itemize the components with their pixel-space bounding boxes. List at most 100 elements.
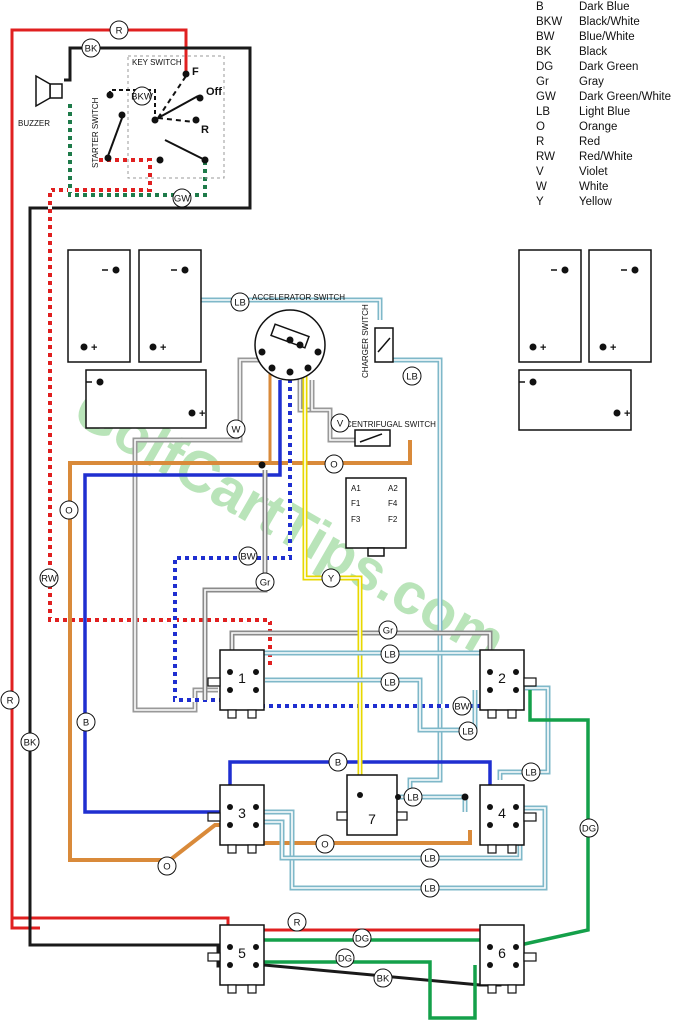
wire-tag-bw	[238, 546, 258, 566]
wire-tag-lb-2-text: LB	[462, 727, 474, 738]
terminal-dot	[192, 116, 200, 124]
terminal-dot	[286, 336, 294, 344]
solenoid-5-foot-b	[247, 984, 257, 994]
battery-4-negative-terminal	[561, 266, 569, 274]
wire-rw-stripe	[48, 158, 272, 665]
wire-tag-o-bottom-text: O	[321, 840, 328, 851]
wire-tag-lb-3-4b-text: LB	[424, 854, 436, 865]
wire-tag-gw	[172, 188, 192, 208]
buzzer-body	[49, 83, 63, 99]
solenoid-6-number: 6	[498, 945, 506, 961]
battery-3-plus-sign: +	[199, 408, 205, 420]
wire-tag-bw-2-text: BW	[454, 702, 469, 713]
terminal-dot	[182, 70, 190, 78]
terminal-dot	[395, 794, 401, 800]
wire-tag-w	[226, 419, 246, 439]
wire-lb-2-4-core	[499, 687, 549, 780]
terminal-dot	[227, 687, 233, 693]
wire-tag-bw-text: BW	[240, 552, 255, 563]
wire-tag-r-top-text: R	[116, 26, 123, 37]
battery-1-positive-terminal	[80, 343, 88, 351]
battery-4-positive-terminal	[529, 343, 537, 351]
legend-code: W	[536, 181, 547, 193]
accelerator-switch-label: ACCELERATOR SWITCH	[252, 293, 345, 302]
legend-color-name: Dark Blue	[579, 1, 630, 13]
terminal-dot	[513, 822, 519, 828]
wire-tag-b-top	[328, 752, 348, 772]
wire-gr-core	[204, 470, 266, 700]
wire-tag-lb-batt-text: LB	[234, 298, 246, 309]
wire-tag-dg-right	[579, 818, 599, 838]
starter-switch-label: STARTER SWITCH	[91, 97, 100, 168]
battery-5-negative-terminal	[631, 266, 639, 274]
terminal-dot	[227, 804, 233, 810]
solenoid-7-number: 7	[368, 811, 376, 827]
wire-gr-v-core	[311, 380, 320, 411]
key-switch-label: KEY SWITCH	[132, 58, 182, 67]
battery-4-plus-sign: +	[540, 342, 546, 354]
legend-code: BKW	[536, 16, 563, 28]
battery-3-negative-terminal	[96, 378, 104, 386]
legend-code: DG	[536, 61, 554, 73]
motor-terminal-A1: A1	[351, 484, 361, 493]
wire-tag-v-text: V	[337, 419, 344, 430]
solenoid-7-body	[346, 774, 398, 836]
terminal-dot	[196, 94, 204, 102]
legend-code: B	[536, 1, 544, 13]
solenoid-1-foot-a	[227, 709, 237, 719]
terminal-dot	[227, 962, 233, 968]
legend-color-name: Violet	[579, 166, 608, 178]
wire-r	[10, 28, 188, 930]
battery-2	[138, 249, 202, 363]
legend-color-name: Dark Green/White	[579, 91, 672, 103]
wire-tag-o-sol3-text: O	[163, 862, 170, 873]
battery-3-case	[85, 369, 207, 429]
solenoid-4-foot-b	[507, 844, 517, 854]
wire-v-core	[299, 370, 355, 441]
terminal-dot	[487, 687, 493, 693]
battery-5-positive-terminal	[599, 343, 607, 351]
wire-tag-r-left-text: R	[7, 696, 14, 707]
legend-row: B Dark Blue	[536, 0, 673, 15]
terminal-dot	[227, 944, 233, 950]
wire-tag-lb-3-4a-text: LB	[424, 884, 436, 895]
buzzer-icon	[35, 74, 51, 108]
key-switch-blade	[157, 95, 199, 119]
wire-tag-bk-top-text: BK	[85, 44, 98, 55]
solenoid-5-number: 5	[238, 945, 246, 961]
battery-1	[67, 249, 131, 363]
terminal-dot	[151, 116, 159, 124]
battery-2-positive-terminal	[149, 343, 157, 351]
legend-color-name: Red	[579, 136, 601, 148]
legend-code: BK	[536, 46, 552, 58]
motor-terminal-F3: F3	[351, 515, 361, 524]
legend-color-name: Dark Green	[579, 61, 639, 73]
wire-tag-lb-charger	[402, 366, 422, 386]
wire-tag-bkw	[132, 86, 152, 106]
battery-1-case	[67, 249, 131, 363]
wire-tag-lb-7	[403, 787, 423, 807]
terminal-dot	[513, 804, 519, 810]
terminal-dot	[253, 669, 259, 675]
legend-code: RW	[536, 151, 555, 163]
wire-tag-rw-text: RW	[41, 574, 57, 585]
wire-tag-lb-1-2b	[380, 672, 400, 692]
wire-tag-bk-left	[20, 732, 40, 752]
battery-5-case	[588, 249, 652, 363]
legend-code: Gr	[536, 76, 549, 88]
battery-3-positive-terminal	[188, 409, 196, 417]
accelerator-switch-housing	[254, 309, 326, 381]
terminal-dot	[487, 804, 493, 810]
wire-tag-bk-bottom	[373, 968, 393, 988]
terminal-dot	[296, 341, 304, 349]
wire-gr-v	[309, 380, 320, 413]
centrifugal-switch-label: CENTRIFUGAL SWITCH	[346, 420, 436, 429]
terminal-dot	[253, 822, 259, 828]
solenoid-4-mount-tab	[523, 812, 537, 822]
terminal-dot	[513, 944, 519, 950]
solenoid-2-mount-tab	[523, 677, 537, 687]
wire-tag-y	[321, 568, 341, 588]
